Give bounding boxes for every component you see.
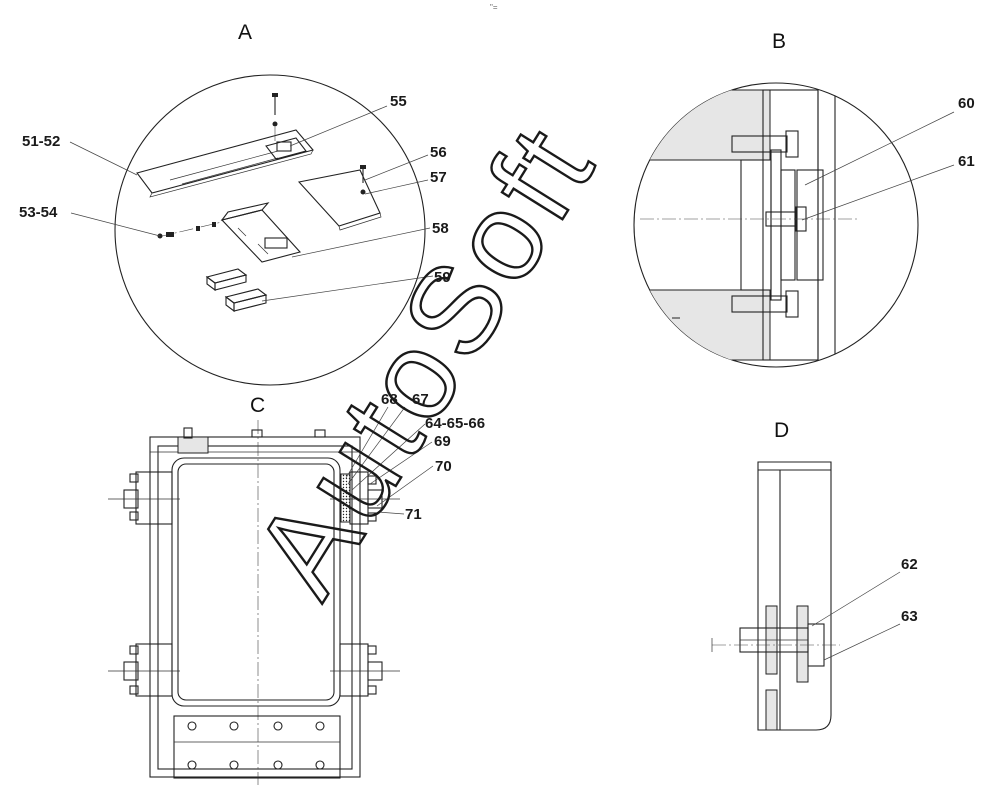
label-62: 62: [901, 556, 918, 573]
label-69: 69: [434, 433, 451, 450]
label-59: 59: [434, 269, 451, 286]
left-clamp-bottom: [108, 643, 180, 697]
plate-57: [297, 169, 382, 231]
left-clamp-top: [108, 471, 180, 525]
label-58: 58: [432, 220, 449, 237]
label-51-52: 51-52: [22, 133, 60, 150]
view-b-label: B: [772, 30, 786, 53]
top-mark: "=: [490, 3, 498, 12]
view-b: B: [633, 30, 955, 368]
bolt-56: [360, 165, 366, 195]
bracket-plate: [757, 461, 832, 731]
plate-51-52: [136, 129, 314, 198]
label-53-54: 53-54: [19, 204, 58, 221]
frame-window: [171, 457, 341, 707]
blocks-59: [205, 268, 268, 313]
label-70: 70: [435, 458, 452, 475]
view-d: D: [711, 419, 901, 731]
view-a-label: A: [238, 21, 252, 44]
label-61: 61: [958, 153, 975, 170]
label-56: 56: [430, 144, 447, 161]
part-labels: 51-52 53-54 55 56 57 58 59 60 61 62 63 6…: [19, 93, 975, 625]
bolt-55: [272, 93, 278, 143]
view-c-label: C: [250, 394, 265, 417]
label-64-65-66: 64-65-66: [425, 415, 485, 432]
view-d-label: D: [774, 419, 789, 442]
label-60: 60: [958, 95, 975, 112]
label-68: 68: [381, 391, 398, 408]
label-55: 55: [390, 93, 407, 110]
view-a: A: [69, 21, 434, 386]
bottom-plate: [173, 715, 341, 779]
right-clamp-bottom: [330, 643, 400, 697]
view-a-detail-circle: [114, 74, 426, 386]
label-67: 67: [412, 391, 429, 408]
view-c: C: [108, 394, 434, 785]
label-57: 57: [430, 169, 447, 186]
autosoft-watermark: AutoSoft: [228, 101, 623, 618]
label-63: 63: [901, 608, 918, 625]
view-b-detail-circle: [633, 82, 919, 368]
bracket-58: [157, 202, 302, 263]
label-71: 71: [405, 506, 422, 523]
